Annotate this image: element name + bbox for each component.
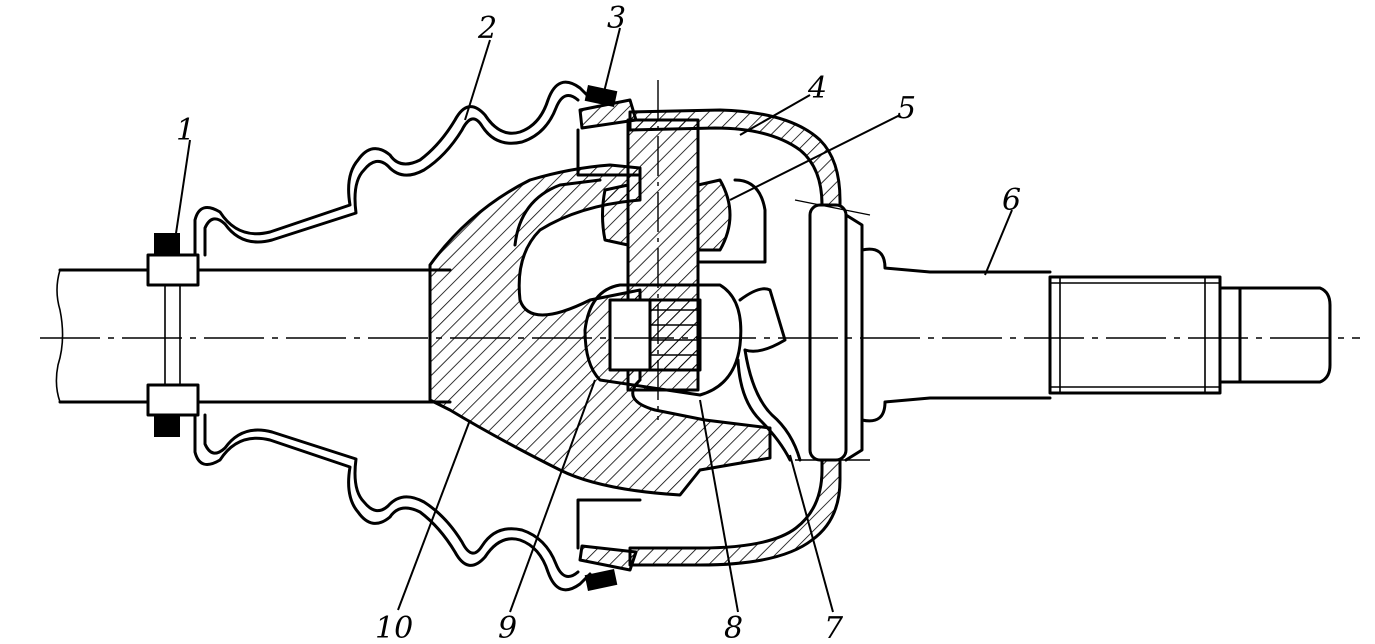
boot-clamp-large: [578, 85, 638, 591]
protective-boot: [193, 80, 592, 592]
callout-10: 10: [375, 611, 413, 644]
output-shaft: [808, 203, 1332, 462]
inner-yoke: [428, 163, 772, 497]
callout-3: 3: [607, 1, 626, 36]
callout-labels: 1 2 3 4 5 6 7 8 9 10: [176, 1, 1021, 644]
centering-ball: [583, 283, 743, 397]
axis-centerline: [40, 80, 1360, 461]
thrust-plate: [736, 287, 802, 462]
callout-9: 9: [498, 611, 517, 644]
callout-6: 6: [1002, 183, 1021, 218]
boot-clamp-small: [146, 233, 200, 437]
callout-1: 1: [176, 113, 195, 148]
callout-2: 2: [477, 11, 497, 46]
callout-8: 8: [724, 611, 743, 644]
leader-lines: [174, 27, 1013, 613]
callout-7: 7: [824, 611, 844, 644]
callout-5: 5: [897, 91, 916, 126]
callout-4: 4: [807, 71, 827, 106]
input-shaft: [55, 268, 452, 404]
